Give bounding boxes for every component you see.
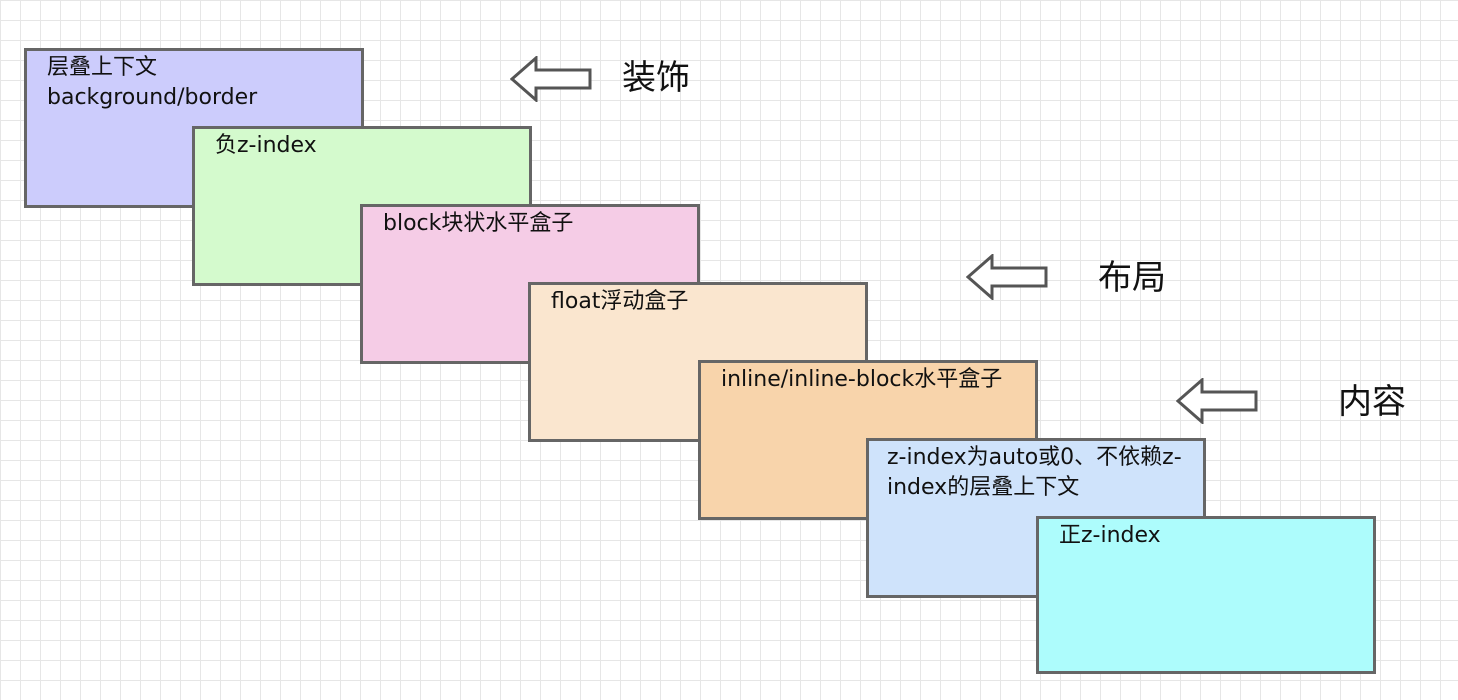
- annotation-label-content: 内容: [1338, 382, 1406, 422]
- layer-label: 正z-index: [1059, 523, 1161, 548]
- layer-label: inline/inline-block水平盒子: [721, 367, 1003, 392]
- left-arrow-icon: [510, 56, 592, 102]
- layer-label: 负z-index: [215, 133, 317, 158]
- layer-label: z-index为auto或0、不依赖z-index的层叠上下文: [887, 445, 1182, 500]
- layer-box-positive-z-index: 正z-index: [1036, 516, 1376, 674]
- layer-label: 层叠上下文 background/border: [47, 55, 258, 110]
- layer-label: float浮动盒子: [551, 289, 689, 314]
- annotation-label-decoration: 装饰: [622, 58, 690, 98]
- left-arrow-icon: [1176, 378, 1258, 424]
- layer-label: block块状水平盒子: [383, 211, 574, 236]
- annotation-label-layout: 布局: [1098, 258, 1166, 298]
- left-arrow-icon: [966, 254, 1048, 300]
